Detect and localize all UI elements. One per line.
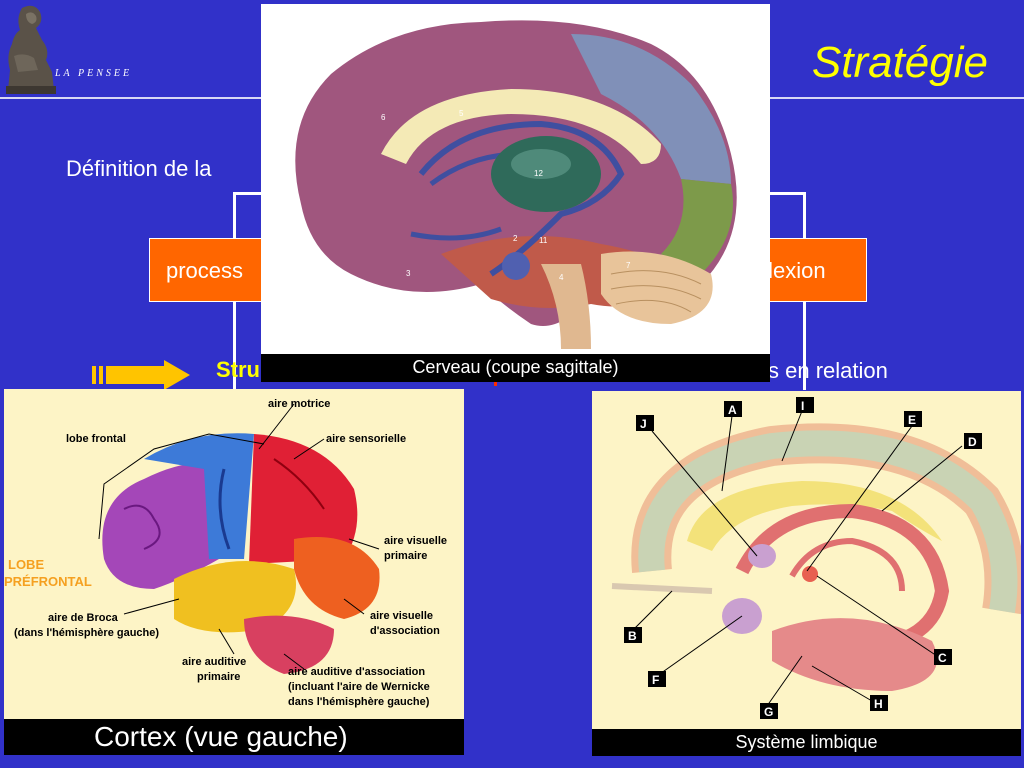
label-aire-visuelle-primaire-2: primaire [384, 550, 427, 562]
label-aire-auditive-2: primaire [197, 671, 240, 683]
svg-text:D: D [968, 435, 977, 449]
svg-text:J: J [640, 417, 647, 431]
brain-sagittal-panel: 6 5 12 2 11 3 4 7 Cerveau (coupe sagitta… [261, 4, 770, 382]
cortex-panel: aire motrice lobe frontal aire sensoriel… [4, 389, 464, 755]
label-lobe: LOBE [8, 557, 44, 572]
cortex-illustration: aire motrice lobe frontal aire sensoriel… [4, 389, 464, 719]
limbic-label-c: C [934, 649, 952, 665]
svg-text:G: G [764, 705, 773, 719]
limbic-label-j: J [636, 415, 654, 431]
brain-label-6: 6 [381, 113, 386, 122]
label-auditive-association-3: dans l'hémisphère gauche) [288, 696, 430, 708]
connector-right-lower [803, 302, 806, 390]
svg-text:B: B [628, 629, 637, 643]
label-aire-auditive-1: aire auditive [182, 656, 246, 668]
label-prefrontal: PRÉFRONTAL [4, 574, 92, 589]
slide-title: Stratégie [811, 38, 988, 87]
limbic-caption: Système limbique [592, 729, 1021, 756]
structures-text: Stru [216, 357, 260, 382]
connector-left-top [233, 192, 265, 195]
label-auditive-association-1: aire auditive d'association [288, 666, 425, 678]
label-lobe-frontal: lobe frontal [66, 433, 126, 445]
limbic-label-e: E [904, 411, 922, 427]
svg-text:H: H [874, 697, 883, 711]
limbic-label-i: I [796, 397, 814, 413]
brain-caption: Cerveau (coupe sagittale) [261, 354, 770, 382]
label-broca-1: aire de Broca [48, 612, 119, 624]
thinker-logo [0, 0, 160, 96]
connector-right-top [768, 192, 806, 195]
logo-text: LA PENSEE [55, 68, 133, 79]
label-aire-visuelle-association-2: d'association [370, 625, 440, 637]
limbic-label-f: F [648, 671, 666, 687]
limbic-label-h: H [870, 695, 888, 711]
label-aire-sensorielle: aire sensorielle [326, 433, 406, 445]
connector-left-lower [233, 302, 236, 390]
relation-text: s en relation [768, 358, 888, 383]
brain-label-5: 5 [459, 109, 464, 118]
limbic-label-g: G [760, 703, 778, 719]
brain-label-12: 12 [534, 169, 543, 178]
connector-right-upper [803, 192, 806, 240]
brain-label-11: 11 [539, 236, 548, 245]
limbic-label-b: B [624, 627, 642, 643]
label-aire-motrice: aire motrice [268, 398, 330, 410]
svg-text:A: A [728, 403, 737, 417]
svg-text:F: F [652, 673, 659, 687]
connector-left-upper [233, 192, 236, 240]
brain-label-2: 2 [513, 234, 518, 243]
yellow-arrow-icon [92, 360, 192, 395]
label-auditive-association-2: (incluant l'aire de Wernicke [288, 681, 430, 693]
limbic-illustration: J A I E D B C F G H [592, 391, 1024, 729]
limbic-label-a: A [724, 401, 742, 417]
svg-text:E: E [908, 413, 916, 427]
label-broca-2: (dans l'hémisphère gauche) [14, 627, 159, 639]
label-aire-visuelle-association-1: aire visuelle [370, 610, 433, 622]
orange-box-right-text: flexion [762, 258, 826, 283]
svg-text:I: I [801, 399, 804, 413]
limbic-label-d: D [964, 433, 982, 449]
brain-sagittal-illustration: 6 5 12 2 11 3 4 7 [261, 4, 770, 354]
brain-label-4: 4 [559, 273, 564, 282]
label-aire-visuelle-primaire-1: aire visuelle [384, 535, 447, 547]
limbic-panel: J A I E D B C F G H Système limbique [592, 391, 1024, 756]
cortex-caption: Cortex (vue gauche) [4, 719, 464, 755]
brain-label-3: 3 [406, 269, 411, 278]
definition-text: Définition de la [66, 156, 212, 181]
brain-label-7: 7 [626, 261, 631, 270]
thinker-statue-icon [0, 0, 60, 96]
svg-text:C: C [938, 651, 947, 665]
orange-box-left-text: process [166, 258, 244, 283]
